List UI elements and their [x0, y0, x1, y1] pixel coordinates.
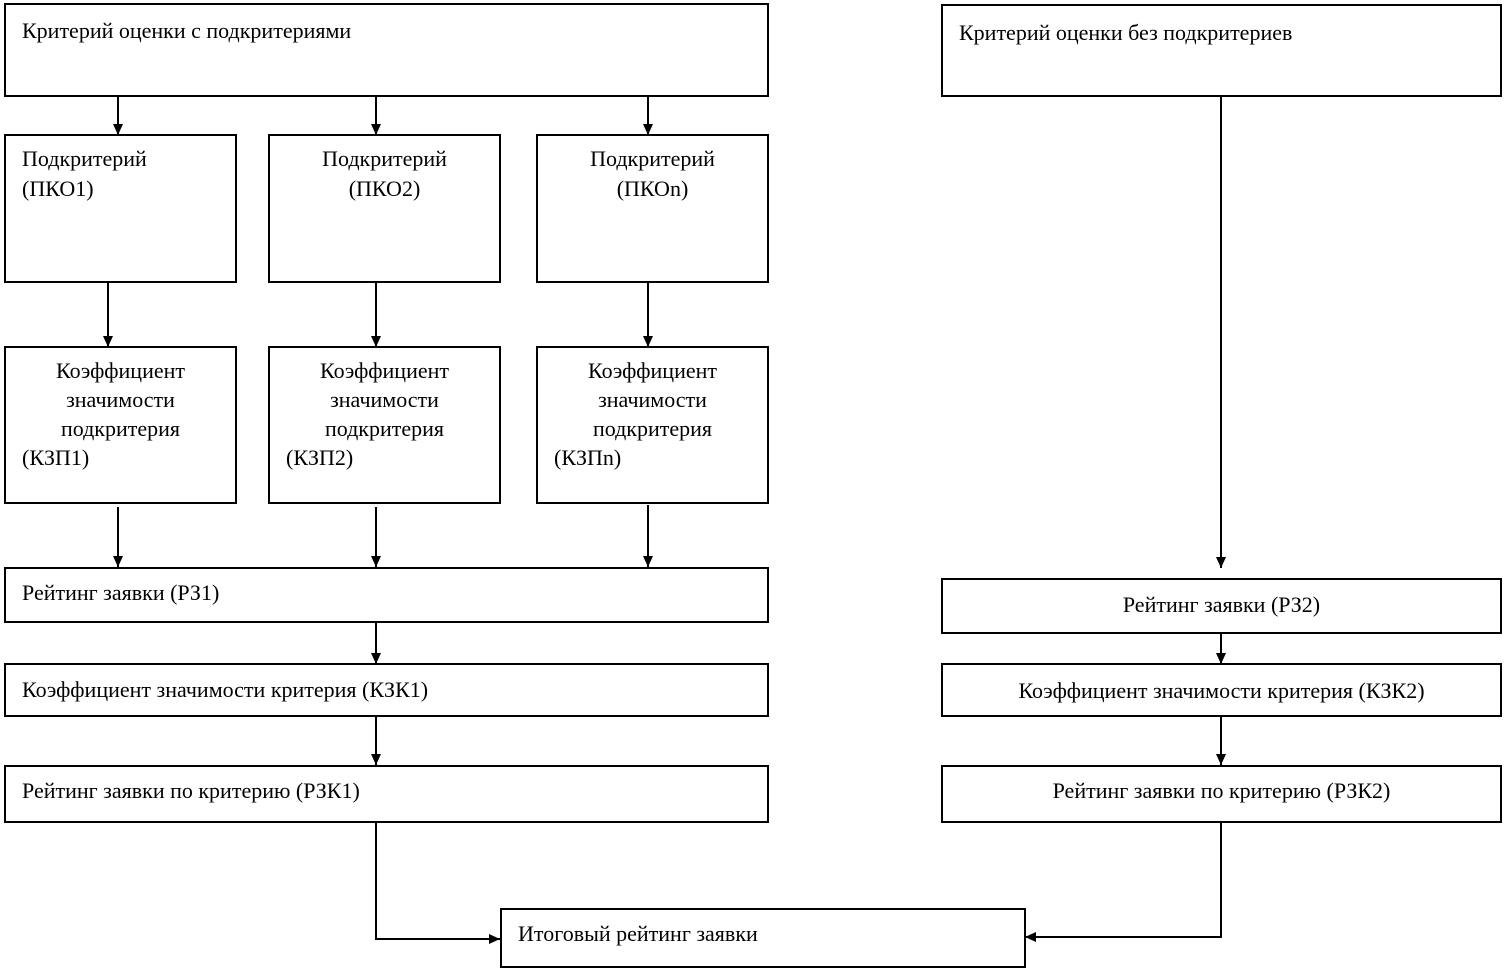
subcriterion-n-box: Подкритерий (ПКОn): [536, 134, 769, 283]
kzp-2-code: (КЗП2): [286, 445, 354, 470]
subcriterion-2-code: (ПКО2): [348, 176, 421, 201]
rz1-box: Рейтинг заявки (РЗ1): [4, 567, 769, 623]
kzp-2-line-2: значимости: [330, 387, 439, 412]
rzk2-label: Рейтинг заявки по критерию (РЗК2): [1052, 778, 1391, 803]
subcriterion-2-box: Подкритерий (ПКО2): [268, 134, 501, 283]
subcriterion-1-box: Подкритерий (ПКО1): [4, 134, 237, 283]
kzp-1-line-3: подкритерия: [60, 416, 181, 441]
kzk2-box: Коэффициент значимости критерия (КЗК2): [941, 663, 1502, 717]
arrow-rzk1-to-final: [375, 822, 500, 944]
rz2-label: Рейтинг заявки (РЗ2): [1122, 592, 1321, 617]
rz1-label: Рейтинг заявки (РЗ1): [22, 580, 220, 605]
criterion-with-subcriteria-box: Критерий оценки с подкритериями: [4, 3, 769, 97]
final-rating-label: Итоговый рейтинг заявки: [518, 921, 758, 946]
kzk2-label: Коэффициент значимости критерия (КЗК2): [1018, 678, 1425, 703]
rzk2-box: Рейтинг заявки по критерию (РЗК2): [941, 765, 1502, 823]
kzp-n-line-1: Коэффициент: [587, 358, 717, 383]
kzp-n-line-2: значимости: [598, 387, 707, 412]
kzp-1-line-1: Коэффициент: [55, 358, 185, 383]
subcriterion-2-title: Подкритерий: [322, 146, 447, 171]
subcriterion-n-code: (ПКОn): [616, 176, 689, 201]
kzp-2-line-3: подкритерия: [324, 416, 445, 441]
kzp-2-box: Коэффициент значимости подкритерия (КЗП2…: [268, 346, 501, 504]
subcriterion-1-title: Подкритерий: [22, 146, 147, 171]
subcriterion-n-title: Подкритерий: [590, 146, 715, 171]
kzp-1-box: Коэффициент значимости подкритерия (КЗП1…: [4, 346, 237, 504]
subcriterion-1-code: (ПКО1): [22, 176, 94, 201]
rzk1-label: Рейтинг заявки по критерию (РЗК1): [22, 778, 360, 803]
kzp-1-line-2: значимости: [66, 387, 175, 412]
kzp-n-line-3: подкритерия: [592, 416, 713, 441]
criterion-with-subcriteria-label: Критерий оценки с подкритериями: [22, 18, 352, 43]
kzp-2-line-1: Коэффициент: [319, 358, 449, 383]
rz2-box: Рейтинг заявки (РЗ2): [941, 578, 1502, 634]
kzk1-box: Коэффициент значимости критерия (КЗК1): [4, 663, 769, 717]
arrow-rzk2-to-final: [1025, 822, 1222, 942]
criterion-without-subcriteria-label: Критерий оценки без подкритериев: [959, 20, 1293, 45]
rzk1-box: Рейтинг заявки по критерию (РЗК1): [4, 765, 769, 823]
kzk1-label: Коэффициент значимости критерия (КЗК1): [22, 677, 429, 702]
kzp-1-code: (КЗП1): [22, 445, 90, 470]
criterion-without-subcriteria-box: Критерий оценки без подкритериев: [941, 4, 1502, 97]
final-rating-box: Итоговый рейтинг заявки: [500, 908, 1026, 968]
kzp-n-box: Коэффициент значимости подкритерия (КЗПn…: [536, 346, 769, 504]
kzp-n-code: (КЗПn): [554, 445, 622, 470]
